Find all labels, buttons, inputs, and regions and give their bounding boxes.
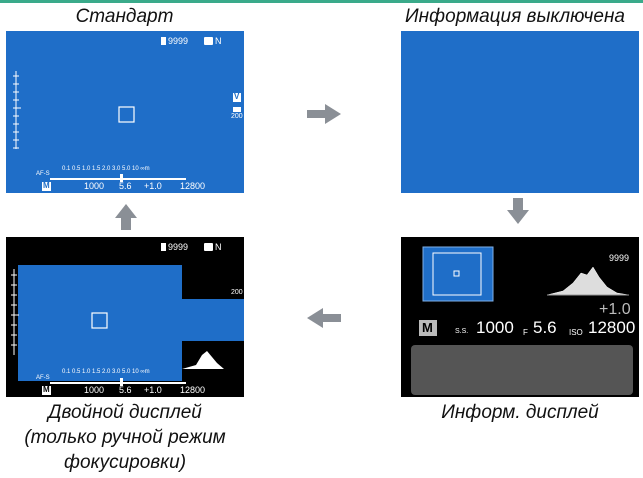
focus-area-frame [432, 252, 482, 296]
caption-info-off: Информация выключена [405, 6, 625, 27]
caption-dual-line2: (только ручной режим [24, 427, 226, 448]
settings-grid [411, 345, 633, 395]
af-mode: AF-S [36, 375, 50, 381]
mode-box [42, 386, 51, 395]
quality-value: N [215, 242, 222, 252]
arrow-down-icon [507, 198, 529, 224]
mode-box [419, 320, 437, 336]
iso-prefix: ISO [569, 328, 583, 337]
info-display-screen: 9999 +1.0 M S.S. 1000 F 5.6 ISO 12800 [401, 237, 639, 397]
dual-screen: 9999 N 200 AF-S 0.1 0.5 1.0 1.5 2.0 3.0 … [6, 237, 244, 397]
aperture-prefix: F [523, 328, 528, 337]
info-off-screen [401, 31, 639, 193]
quality-value: N [215, 36, 222, 46]
shutter-value: 1000 [84, 385, 105, 395]
aperture-value: 5.6 [533, 318, 557, 337]
focus-frame-icon [118, 106, 135, 123]
aperture-value: 5.6 [119, 181, 132, 191]
histogram-icon [546, 266, 630, 296]
left-scale [11, 269, 19, 355]
caption-dual-line1: Двойной дисплей [48, 402, 202, 423]
iso-value: 12800 [180, 385, 206, 395]
histogram-icon [182, 351, 224, 369]
focus-check-view [182, 299, 244, 341]
distance-indicator [120, 378, 123, 386]
distance-scale: 0.1 0.5 1.0 1.5 2.0 3.0 5.0 10 ∞m [62, 369, 150, 375]
focus-frame-icon [453, 270, 460, 277]
film-sim-value: V [234, 92, 240, 101]
shots-remaining: 9999 [168, 242, 189, 252]
card-icon [161, 37, 166, 45]
shots-remaining: 9999 [609, 253, 630, 263]
card-icon [161, 243, 166, 251]
caption-standard: Стандарт [75, 6, 174, 27]
standard-screen: 9999 N V 200 AF-S 0.1 0.5 1.0 1.5 2.0 3.… [6, 31, 244, 193]
shutter-value: 1000 [476, 318, 514, 337]
mode-box [42, 182, 51, 191]
focus-frame-icon [91, 312, 108, 329]
iso-value: 12800 [588, 318, 636, 337]
left-scale [13, 71, 21, 149]
iso-side-value: 200 [231, 289, 243, 296]
film-sim-icon [233, 93, 241, 102]
exposure-comp-value: +1.0 [144, 181, 162, 191]
aperture-value: 5.6 [119, 385, 132, 395]
iso-value: 12800 [180, 181, 206, 191]
af-mode: AF-S [36, 171, 50, 177]
arrow-left-icon [307, 308, 341, 328]
quality-icon [204, 37, 213, 45]
arrow-up-icon [115, 204, 137, 230]
distance-scale: 0.1 0.5 1.0 1.5 2.0 3.0 5.0 10 ∞m [62, 166, 150, 172]
main-view [18, 265, 182, 381]
shutter-value: 1000 [84, 181, 105, 191]
mode-value: M [422, 320, 433, 335]
arrow-right-icon [307, 104, 341, 124]
top-accent-line [0, 0, 643, 3]
caption-dual-line3: фокусировки) [63, 452, 187, 473]
mode-value: M [43, 385, 50, 394]
shutter-prefix: S.S. [455, 328, 469, 335]
distance-indicator [120, 174, 123, 182]
shots-remaining: 9999 [168, 36, 189, 46]
iso-side-value: 200 [231, 113, 243, 120]
exposure-comp-value: +1.0 [599, 301, 631, 318]
wb-icon [233, 107, 241, 112]
caption-info-display: Информ. дисплей [441, 402, 599, 423]
mode-value: M [43, 181, 50, 190]
exposure-comp-value: +1.0 [144, 385, 162, 395]
quality-icon [204, 243, 213, 251]
